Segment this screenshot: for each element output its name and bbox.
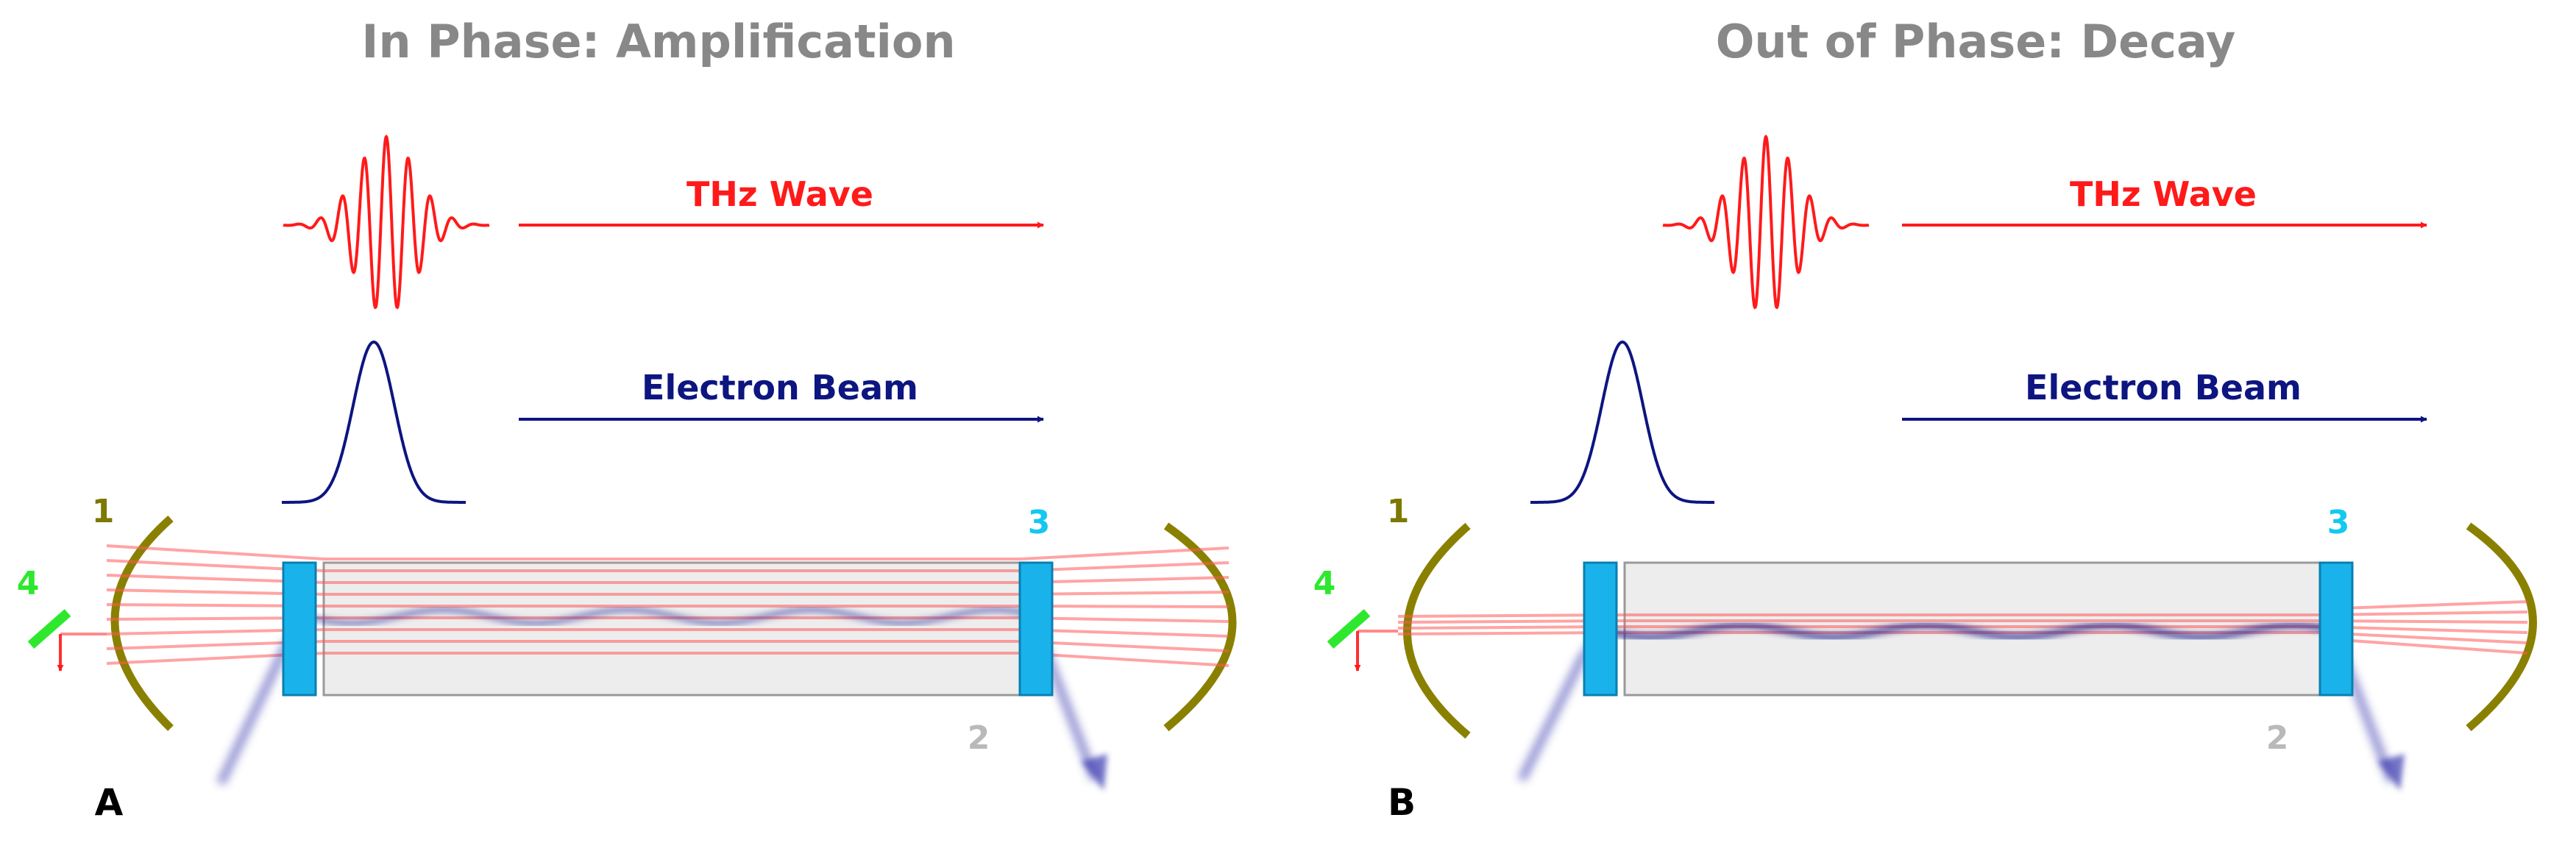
electron-trajectory-a bbox=[304, 606, 1035, 627]
electron-exit-head-b bbox=[2378, 754, 2405, 791]
label-3-a: 3 bbox=[1028, 504, 1051, 541]
left-mirror-b bbox=[1403, 522, 1471, 739]
electron-exit-head-a bbox=[1082, 754, 1107, 791]
right-mirror-a bbox=[1163, 522, 1237, 732]
electron-pulse-b bbox=[1530, 340, 1714, 504]
thz-label-a: THz Wave bbox=[686, 174, 873, 214]
window-left-a bbox=[282, 561, 317, 697]
panel-a: In Phase: Amplification THz Wave Electro… bbox=[17, 15, 1237, 824]
window-left-b bbox=[1583, 561, 1618, 697]
thz-wave-packet-b bbox=[1662, 134, 1870, 310]
electron-trajectory-b bbox=[1603, 621, 2335, 641]
electron-label-a: Electron Beam bbox=[642, 368, 918, 407]
panel-b: Out of Phase: Decay THz Wave Electron Be… bbox=[1313, 15, 2537, 824]
panel-a-title: In Phase: Amplification bbox=[361, 15, 955, 68]
thz-label-b: THz Wave bbox=[2070, 174, 2257, 214]
panel-b-title: Out of Phase: Decay bbox=[1716, 15, 2236, 68]
label-4-b: 4 bbox=[1313, 565, 1336, 602]
label-1-b: 1 bbox=[1387, 493, 1410, 530]
thz-wave-packet-a bbox=[283, 134, 490, 310]
right-mirror-b bbox=[2466, 522, 2537, 732]
outcoupler-mirror-a bbox=[27, 609, 71, 649]
outcoupler-mirror-b bbox=[1327, 609, 1371, 649]
label-1-a: 1 bbox=[92, 493, 115, 530]
electron-pulse-a bbox=[282, 340, 466, 504]
panel-letter-b: B bbox=[1388, 781, 1416, 824]
label-3-b: 3 bbox=[2327, 504, 2350, 541]
window-right-a bbox=[1018, 561, 1054, 697]
panel-letter-a: A bbox=[95, 781, 124, 824]
label-4-a: 4 bbox=[17, 565, 40, 602]
window-right-b bbox=[2318, 561, 2354, 697]
label-2-a: 2 bbox=[968, 719, 990, 757]
electron-label-b: Electron Beam bbox=[2025, 368, 2302, 407]
label-2-b: 2 bbox=[2266, 719, 2289, 757]
